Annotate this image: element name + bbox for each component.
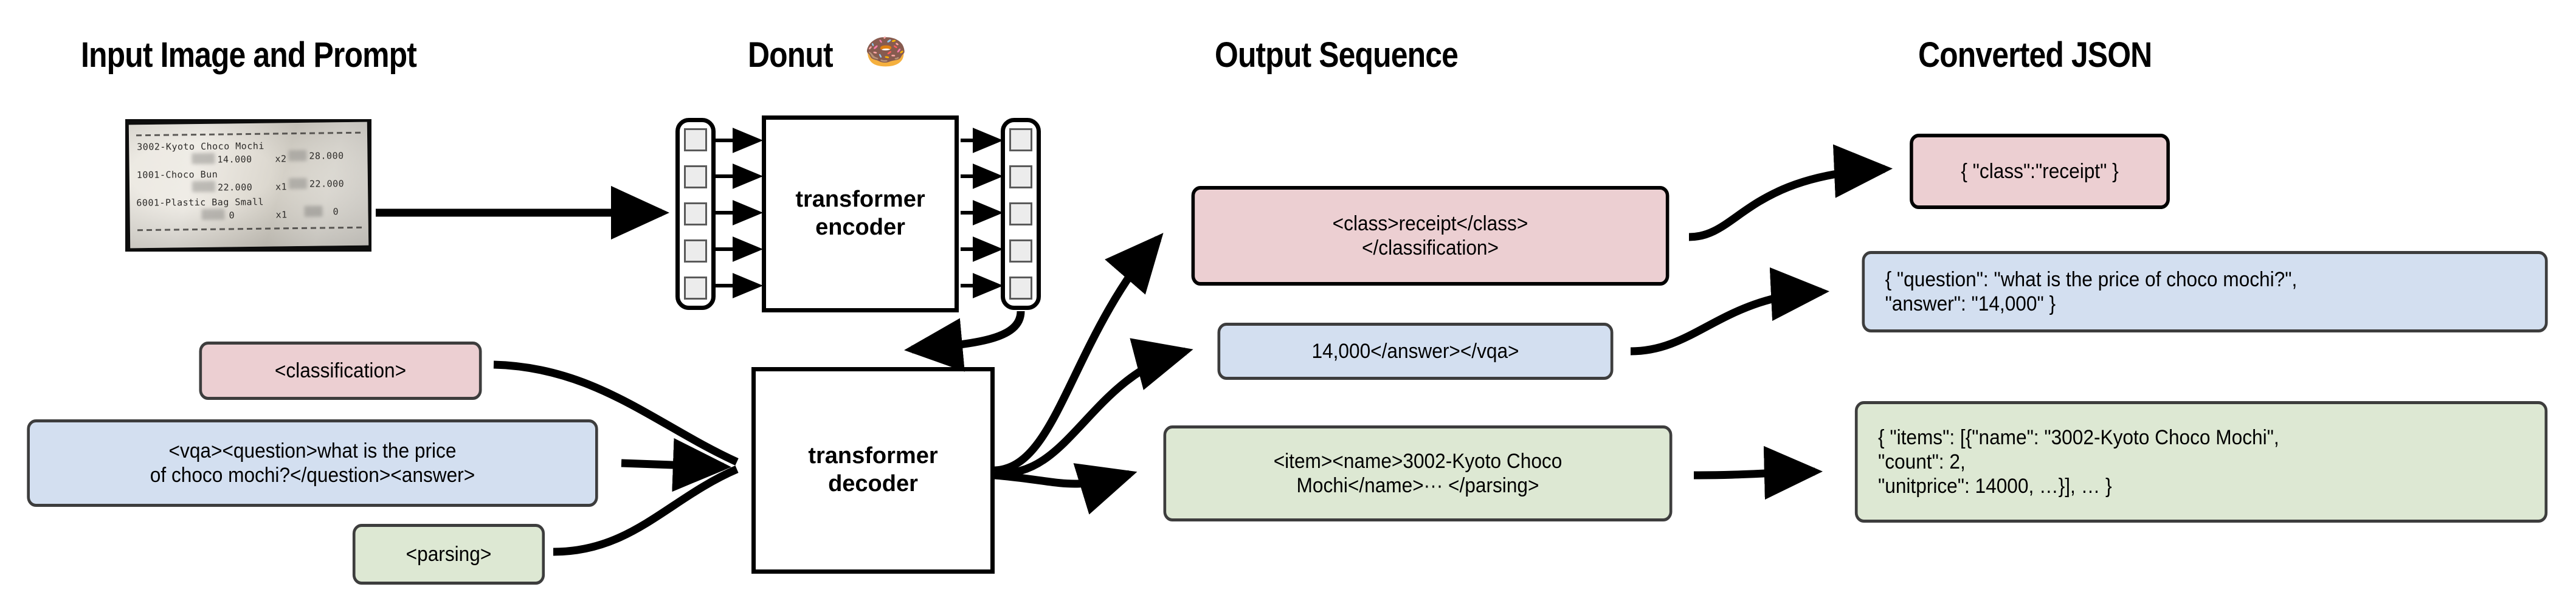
heading-converted-json: Converted JSON (1918, 35, 2152, 75)
classification-json-box[interactable]: { "class":"receipt" } (1910, 134, 2170, 209)
receipt-total-1: 28.000 (309, 150, 344, 162)
token-cell (1009, 128, 1032, 151)
receipt-redaction-total-1 (288, 150, 307, 162)
arrow-encoder-tokens-to-decoder (904, 311, 1025, 372)
receipt-paper: 3002-Kyoto Choco Mochi 14.000 x2 28.000 … (128, 122, 369, 249)
receipt-divider-top (136, 131, 361, 137)
input-receipt-image: 3002-Kyoto Choco Mochi 14.000 x2 28.000 … (125, 119, 371, 252)
receipt-count-2: x1 (275, 181, 288, 193)
arrows-tokens-into-encoder (716, 128, 764, 298)
receipt-redaction-1 (192, 153, 215, 165)
arrows-encoder-to-tokens (961, 128, 1004, 298)
receipt-redaction-total-3 (304, 205, 323, 217)
receipt-unitprice-3: 0 (229, 210, 235, 221)
token-cell (684, 239, 707, 263)
encoder-input-token-strip (675, 118, 716, 310)
token-cell (1009, 202, 1032, 225)
receipt-item-name-1: 3002-Kyoto Choco Mochi (137, 140, 264, 153)
receipt-count-1: x2 (275, 153, 287, 165)
receipt-divider-bottom (137, 226, 362, 232)
token-cell (684, 128, 707, 151)
receipt-redaction-total-2 (288, 177, 308, 190)
vqa-prompt-box[interactable]: <vqa><question>what is the price of choc… (27, 419, 598, 507)
token-cell (684, 165, 707, 188)
token-cell (1009, 165, 1032, 188)
vqa-output-box[interactable]: 14,000</answer></vqa> (1217, 323, 1614, 380)
receipt-item-name-3: 6001-Plastic Bag Small (136, 196, 264, 208)
parsing-prompt-box[interactable]: <parsing> (352, 524, 545, 585)
heading-donut: Donut (748, 35, 834, 75)
classification-prompt-box[interactable]: <classification> (199, 342, 482, 400)
transformer-decoder-block: transformer decoder (751, 367, 995, 574)
encoder-output-token-strip (1001, 118, 1041, 310)
parsing-output-box[interactable]: <item><name>3002-Kyoto Choco Mochi</name… (1163, 425, 1673, 521)
receipt-redaction-2 (192, 181, 216, 193)
receipt-count-3: x1 (275, 209, 288, 221)
parsing-json-box[interactable]: { "items": [{"name": "3002-Kyoto Choco M… (1854, 401, 2548, 523)
vqa-json-box[interactable]: { "question": "what is the price of choc… (1862, 251, 2548, 332)
receipt-unitprice-2: 22.000 (217, 182, 253, 193)
transformer-encoder-block: transformer encoder (762, 115, 959, 312)
receipt-item-name-2: 1001-Choco Bun (136, 168, 218, 181)
receipt-redaction-3 (201, 208, 225, 220)
heading-output-sequence: Output Sequence (1215, 35, 1459, 75)
token-cell (684, 202, 707, 225)
heading-input-image-and-prompt: Input Image and Prompt (81, 35, 417, 75)
receipt-total-2: 22.000 (309, 178, 345, 190)
donut-icon: 🍩 (865, 32, 907, 70)
token-cell (1009, 277, 1032, 300)
token-cell (1009, 239, 1032, 263)
token-cell (684, 277, 707, 300)
classification-output-box[interactable]: <class>receipt</class> </classification> (1191, 186, 1670, 286)
receipt-unitprice-1: 14.000 (217, 154, 252, 165)
receipt-total-3: 0 (333, 206, 339, 218)
